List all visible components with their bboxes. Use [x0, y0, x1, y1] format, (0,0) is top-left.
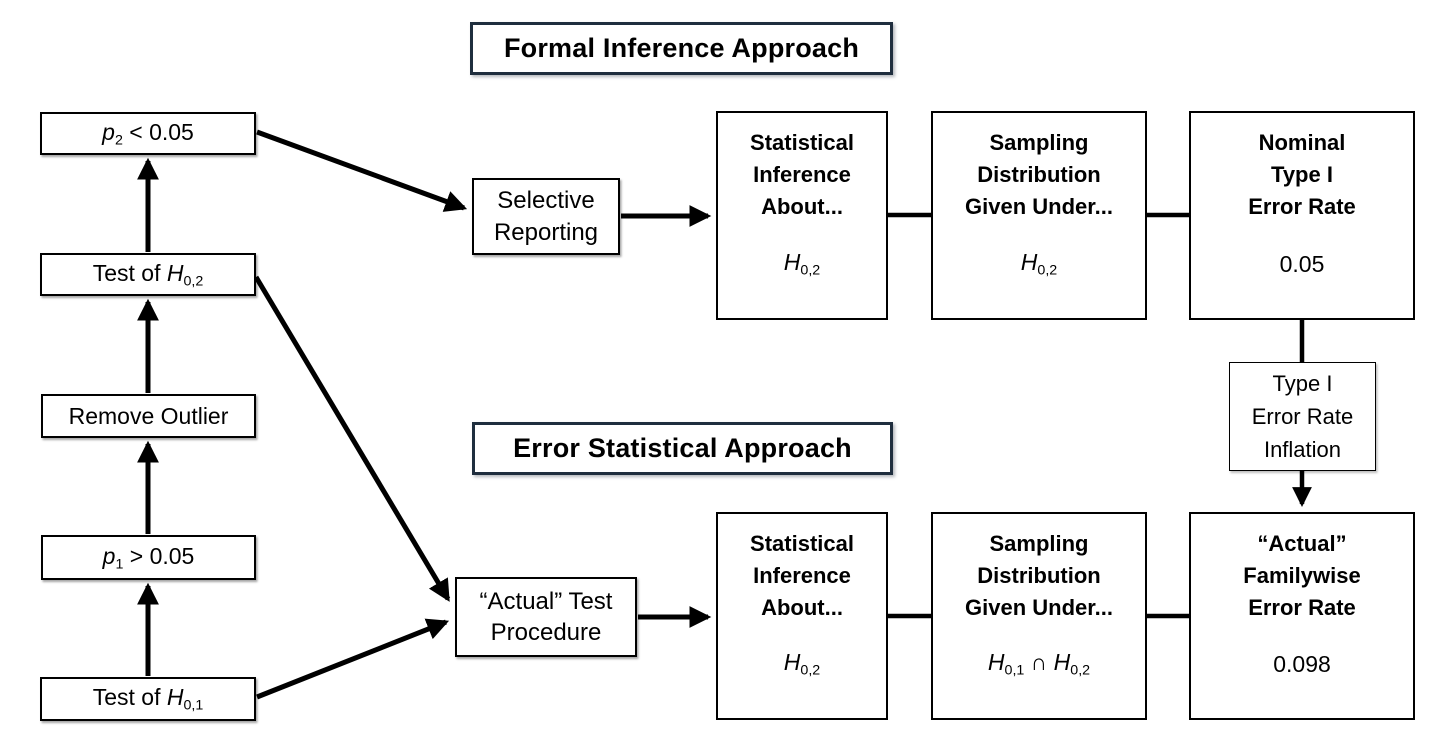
formal-approach-title-label: Formal Inference Approach	[503, 33, 860, 63]
node-formal-statistical-inference: Statistical Inference About... H0,2	[716, 111, 888, 320]
node-familywise-value: 0.098	[1273, 651, 1331, 677]
node-test-h02: Test of H0,2	[40, 253, 256, 296]
node-remove-outlier-label: Remove Outlier	[68, 402, 229, 429]
node-error-sampling-heading: Sampling Distribution Given Under...	[965, 531, 1113, 620]
node-p2-label: p2 < 0.05	[102, 118, 194, 149]
node-actual-familywise-error-rate: “Actual” Familywise Error Rate 0.098	[1189, 512, 1415, 720]
arrow-p2-to-selective	[256, 129, 468, 212]
node-remove-outlier: Remove Outlier	[41, 394, 256, 438]
node-actual-test-procedure-label: “Actual” Test Procedure	[479, 587, 613, 646]
formal-approach-title: Formal Inference Approach	[470, 22, 893, 75]
node-selective-reporting-label: Selective Reporting	[493, 187, 599, 246]
node-nominal-type1-error-rate: Nominal Type I Error Rate 0.05	[1189, 111, 1415, 320]
node-error-sampling-distribution: Sampling Distribution Given Under... H0,…	[931, 512, 1147, 720]
node-actual-test-procedure: “Actual” Test Procedure	[455, 577, 637, 657]
node-error-inference-heading: Statistical Inference About...	[750, 531, 854, 620]
node-inflation-label: Type I Error Rate Inflation	[1251, 371, 1354, 462]
node-p2-result: p2 < 0.05	[40, 112, 256, 155]
node-formal-sampling-heading: Sampling Distribution Given Under...	[965, 130, 1113, 219]
error-approach-title-label: Error Statistical Approach	[513, 433, 852, 463]
node-error-sampling-hypotheses: H0,1 ∩ H0,2	[987, 648, 1091, 678]
node-p1-label: p1 > 0.05	[102, 542, 195, 573]
node-test-h02-label: Test of H0,2	[92, 259, 204, 290]
node-error-inference-hypothesis: H0,2	[783, 648, 821, 678]
node-formal-inference-heading: Statistical Inference About...	[750, 130, 854, 219]
node-nominal-value: 0.05	[1279, 251, 1325, 277]
node-p1-result: p1 > 0.05	[41, 535, 256, 580]
node-selective-reporting: Selective Reporting	[472, 178, 620, 255]
arrow-test2-to-actual	[253, 275, 451, 602]
arrow-test1-to-actual	[256, 618, 450, 700]
node-nominal-heading: Nominal Type I Error Rate	[1248, 130, 1356, 219]
error-approach-title: Error Statistical Approach	[472, 422, 893, 475]
node-test-h01-label: Test of H0,1	[92, 684, 204, 714]
node-test-h01: Test of H0,1	[40, 677, 256, 721]
node-formal-sampling-distribution: Sampling Distribution Given Under... H0,…	[931, 111, 1147, 320]
node-familywise-heading: “Actual” Familywise Error Rate	[1243, 531, 1361, 620]
node-formal-inference-hypothesis: H0,2	[783, 248, 821, 278]
node-error-statistical-inference: Statistical Inference About... H0,2	[716, 512, 888, 720]
node-type1-error-rate-inflation: Type I Error Rate Inflation	[1229, 362, 1376, 471]
node-formal-sampling-hypothesis: H0,2	[1020, 248, 1058, 278]
